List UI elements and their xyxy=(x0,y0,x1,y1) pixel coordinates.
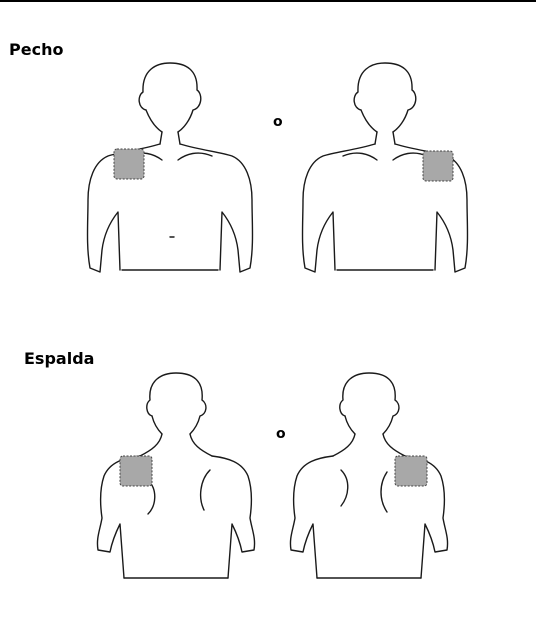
clavicle-left xyxy=(343,153,377,160)
shoulder-blade-right xyxy=(201,470,210,510)
trapezius-left xyxy=(140,434,162,456)
top-divider xyxy=(0,0,536,2)
shoulder-blade-right xyxy=(381,472,387,512)
right-arm-outline xyxy=(212,456,255,578)
back-figure-right-patch xyxy=(283,372,463,597)
shoulder-blade-left xyxy=(341,470,348,506)
right-arm-outline xyxy=(180,144,253,272)
patch-marker xyxy=(114,149,144,179)
chest-figure-left-patch xyxy=(80,62,270,292)
back-section-title: Espalda xyxy=(24,351,94,367)
trapezius-left xyxy=(333,434,355,456)
left-arm-outline xyxy=(303,144,376,272)
neck-right xyxy=(178,132,180,144)
head-outline xyxy=(354,63,416,132)
neck-left xyxy=(160,132,162,144)
head-outline-left xyxy=(361,110,377,132)
clavicle-right xyxy=(178,153,212,160)
trapezius-right xyxy=(190,434,212,456)
chest-figure-right-patch xyxy=(295,62,485,292)
neck-right xyxy=(393,132,395,144)
head-outline xyxy=(139,63,201,132)
patch-marker xyxy=(423,151,453,181)
chest-or-label: o xyxy=(273,115,283,129)
left-arm-outline xyxy=(290,456,333,578)
back-figure-left-patch xyxy=(90,372,270,597)
patch-marker xyxy=(120,456,152,486)
patch-marker xyxy=(395,456,427,486)
clavicle-right xyxy=(393,153,427,160)
trapezius-right xyxy=(383,434,405,456)
head-outline-left xyxy=(146,110,162,132)
chest-section-title: Pecho xyxy=(9,42,63,58)
head-outline-left xyxy=(345,416,355,434)
neck-left xyxy=(375,132,377,144)
head-outline-left xyxy=(152,416,162,434)
